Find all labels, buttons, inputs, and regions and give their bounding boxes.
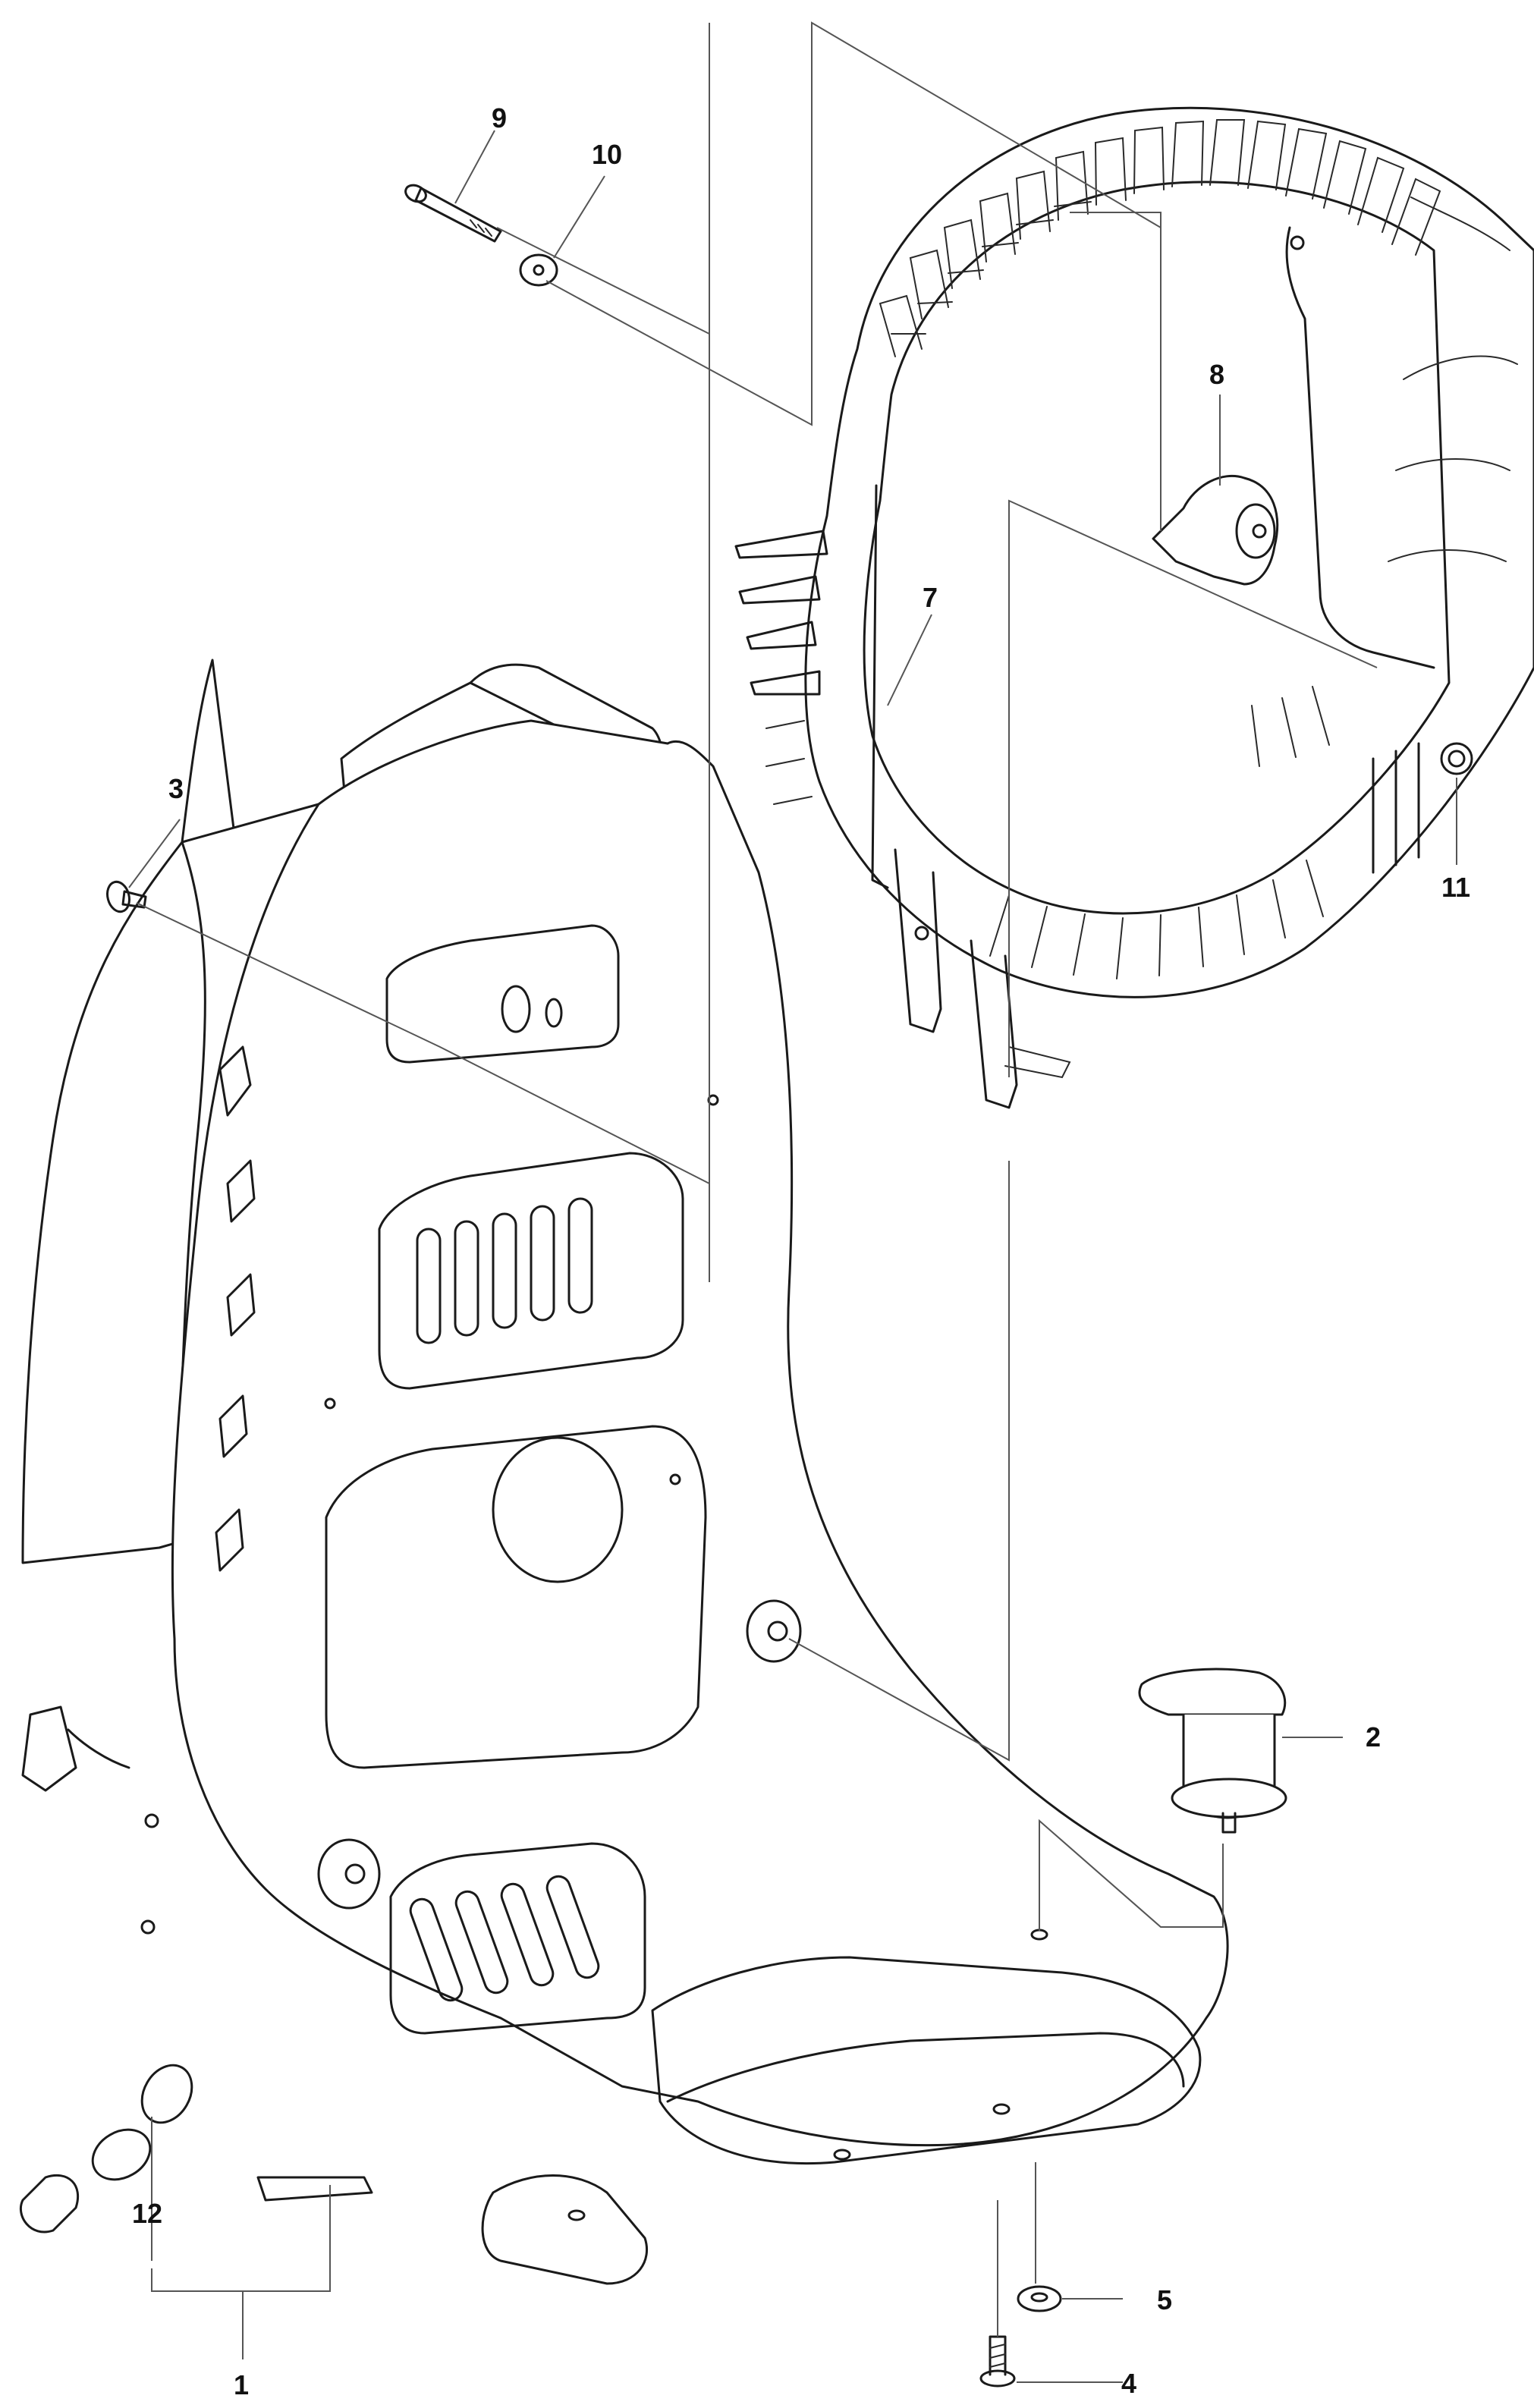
washer-part-5 xyxy=(1017,2285,1062,2312)
callout-1: 1 xyxy=(234,2369,249,2400)
callout-4: 4 xyxy=(1121,2368,1136,2399)
bottom-fins xyxy=(989,686,1330,979)
lower-vent-slots xyxy=(409,1875,600,2002)
leader-lines xyxy=(128,21,1457,2383)
backpack-frame xyxy=(21,659,1229,2285)
grommet-part-11 xyxy=(1440,742,1473,775)
upper-vent-slots xyxy=(416,1197,593,1344)
fan-housing-ring xyxy=(734,106,1534,1109)
callout-3: 3 xyxy=(168,773,184,804)
callout-2: 2 xyxy=(1366,1721,1381,1753)
callout-12: 12 xyxy=(132,2198,162,2229)
callout-11: 11 xyxy=(1441,872,1470,903)
hook-part-12 xyxy=(19,2064,193,2234)
washer-part-10 xyxy=(519,253,558,287)
left-teeth xyxy=(734,530,828,805)
grommet-part-8 xyxy=(1152,474,1279,586)
callout-7: 7 xyxy=(923,582,938,613)
callout-9: 9 xyxy=(492,102,507,134)
screw-part-9 xyxy=(404,184,502,243)
top-fins xyxy=(879,119,1441,357)
screw-part-3 xyxy=(106,880,147,913)
callout-10: 10 xyxy=(592,139,622,170)
callout-5: 5 xyxy=(1157,2284,1172,2315)
bushing-part-2 xyxy=(1138,1668,1287,1834)
screw-part-4 xyxy=(979,2335,1016,2388)
callout-8: 8 xyxy=(1209,359,1224,390)
